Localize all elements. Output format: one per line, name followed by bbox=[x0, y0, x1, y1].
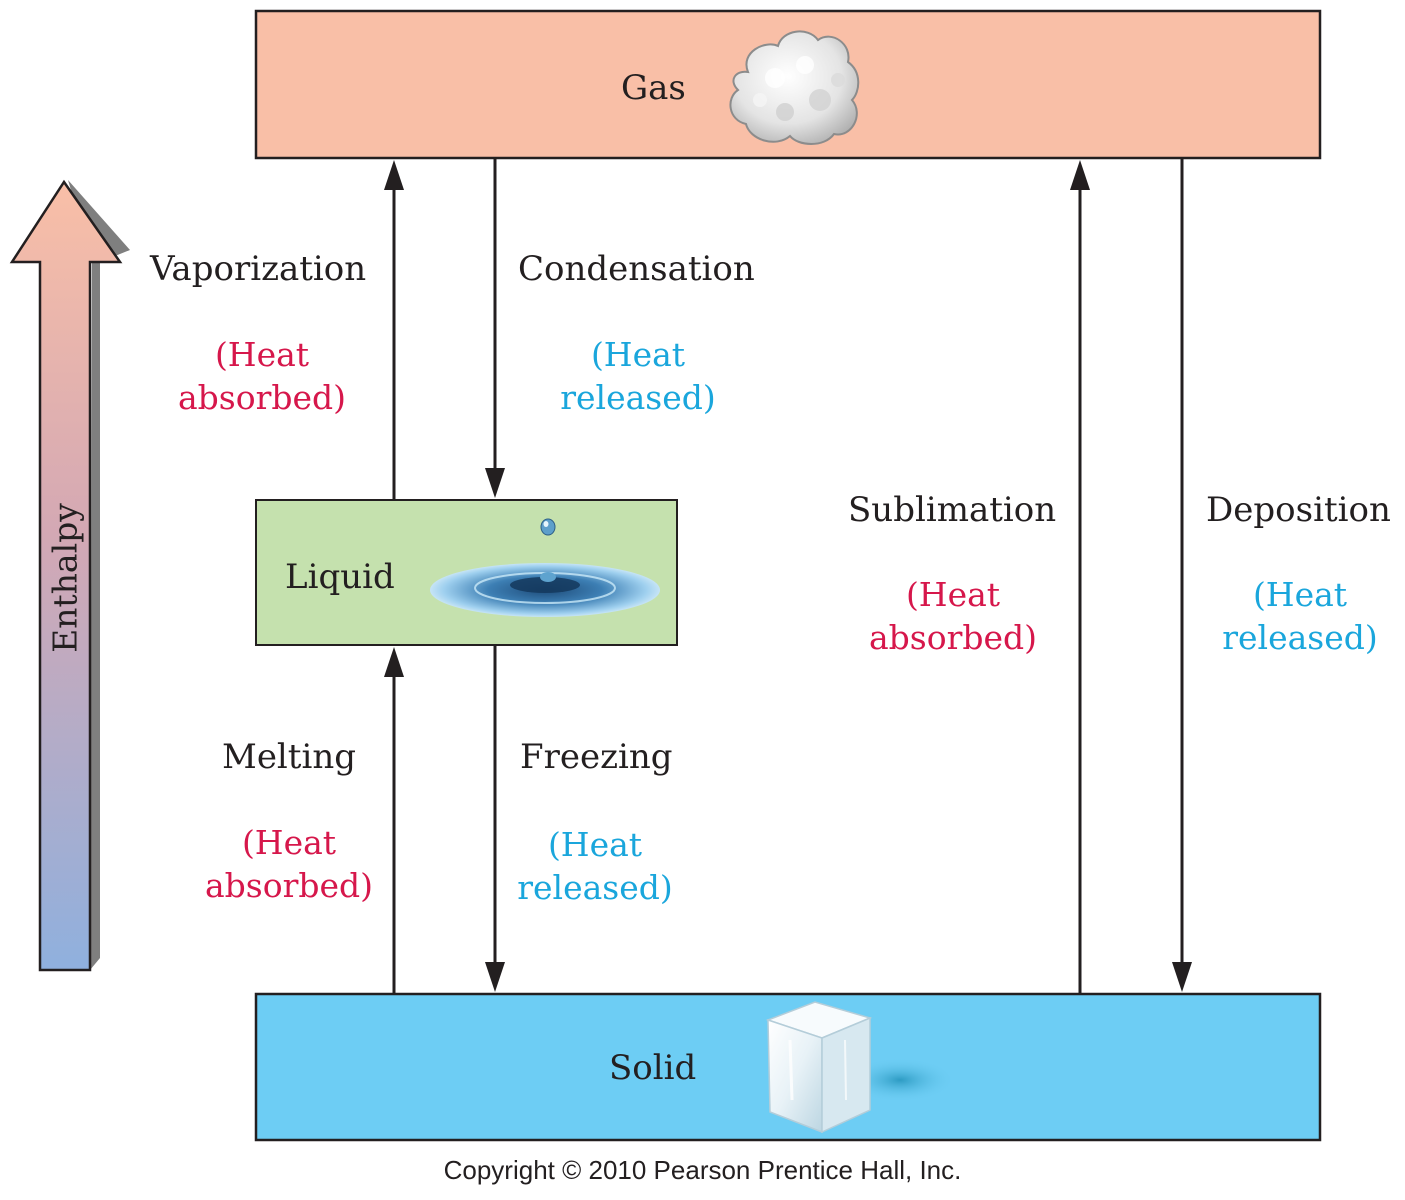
freezing-heat-note: (Heat released) bbox=[517, 825, 673, 907]
water-droplet-icon bbox=[430, 518, 660, 617]
deposition-label: Deposition bbox=[1206, 490, 1391, 530]
condensation-arrow bbox=[485, 158, 505, 498]
liquid-label: Liquid bbox=[285, 557, 395, 597]
condensation-heat-note: (Heat released) bbox=[560, 335, 716, 417]
freezing-label: Freezing bbox=[520, 737, 673, 777]
enthalpy-axis-arrow bbox=[9, 179, 130, 972]
sublimation-label: Sublimation bbox=[848, 490, 1057, 530]
sublimation-heat-note: (Heat absorbed) bbox=[868, 575, 1038, 657]
gas-cloud-icon bbox=[729, 30, 860, 145]
deposition-heat-note: (Heat released) bbox=[1222, 575, 1378, 657]
gas-label: Gas bbox=[621, 68, 686, 108]
melting-label: Melting bbox=[222, 737, 357, 777]
enthalpy-axis-label: Enthalpy bbox=[45, 503, 85, 653]
freezing-arrow bbox=[485, 645, 505, 992]
solid-label: Solid bbox=[609, 1048, 697, 1088]
condensation-label: Condensation bbox=[518, 249, 755, 289]
melting-heat-note: (Heat absorbed) bbox=[204, 823, 374, 905]
ice-cube-icon bbox=[765, 1001, 955, 1134]
melting-arrow bbox=[384, 647, 404, 994]
vaporization-label: Vaporization bbox=[150, 249, 367, 289]
copyright-notice: Copyright © 2010 Pearson Prentice Hall, … bbox=[443, 1155, 962, 1185]
deposition-arrow bbox=[1172, 158, 1192, 992]
vaporization-arrow bbox=[384, 160, 404, 500]
vaporization-heat-note: (Heat absorbed) bbox=[177, 335, 347, 417]
sublimation-arrow bbox=[1070, 160, 1090, 994]
